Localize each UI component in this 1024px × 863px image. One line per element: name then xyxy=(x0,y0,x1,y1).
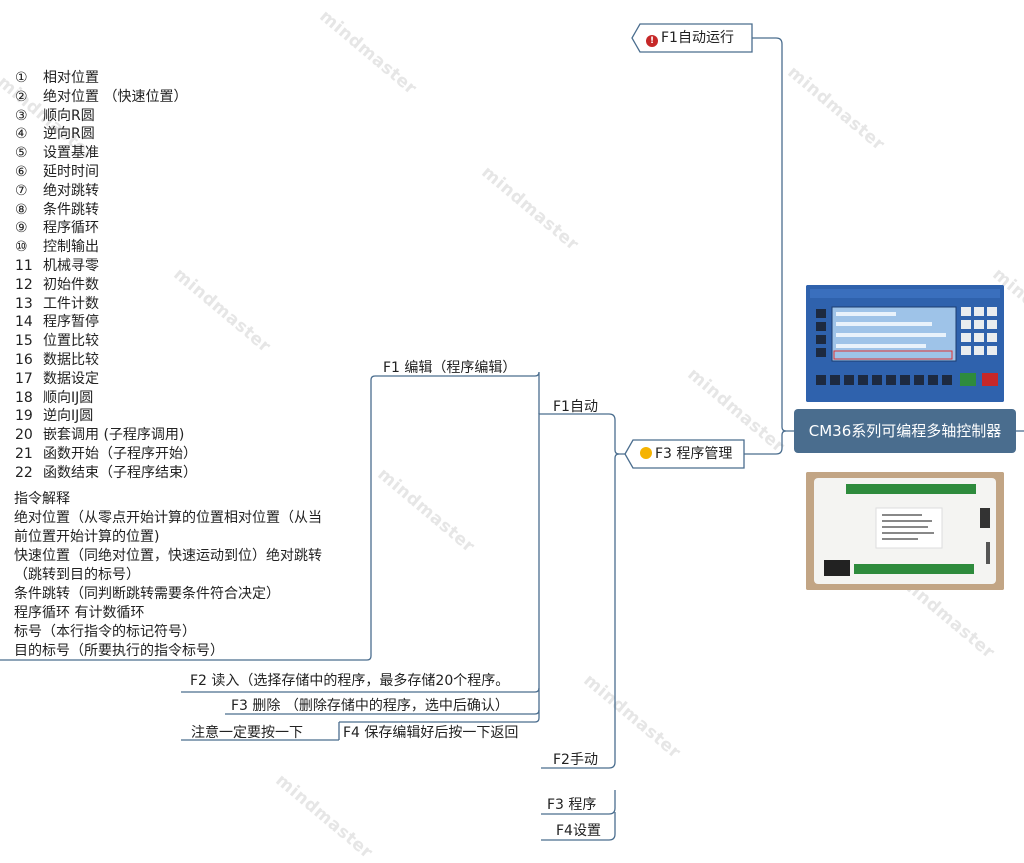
node-f2-manual[interactable]: F2手动 xyxy=(553,752,598,768)
branch-auto-run[interactable]: !F1自动运行 xyxy=(636,24,734,52)
explanation-line: 程序循环 有计数循环 xyxy=(14,605,145,621)
node-delete[interactable]: F3 删除 （删除存储中的程序，选中后确认） xyxy=(231,698,509,714)
explanation-line: 目的标号（所要执行的指令标号） xyxy=(14,643,224,659)
branch-program-management[interactable]: F3 程序管理 xyxy=(630,440,732,468)
node-edit[interactable]: F1 编辑（程序编辑） xyxy=(383,360,517,376)
node-save-note[interactable]: 注意一定要按一下 xyxy=(191,725,303,741)
branch-auto-run-label: F1自动运行 xyxy=(661,30,734,46)
node-f4-settings[interactable]: F4设置 xyxy=(556,823,601,839)
controller-panel-drawing xyxy=(806,285,1004,402)
explanation-heading: 指令解释 xyxy=(14,491,70,507)
controller-module-drawing xyxy=(806,472,1004,590)
alert-icon: ! xyxy=(646,35,658,47)
explanation-line: （跳转到目的标号） xyxy=(14,567,140,583)
smiley-icon xyxy=(640,447,652,459)
root-node[interactable]: CM36系列可编程多轴控制器 xyxy=(794,409,1016,453)
controller-panel-image xyxy=(806,285,1004,402)
node-f1-auto[interactable]: F1自动 xyxy=(553,399,598,415)
branch-program-management-label: F3 程序管理 xyxy=(655,446,733,462)
explanation-line: 条件跳转（同判断跳转需要条件符合决定） xyxy=(14,586,280,602)
node-f3-program[interactable]: F3 程序 xyxy=(547,797,597,813)
explanation-line: 标号（本行指令的标记符号） xyxy=(14,624,196,640)
controller-module-image xyxy=(806,472,1004,590)
command-explanations: 指令解释 绝对位置（从零点开始计算的位置相对位置（从当 前位置开始计算的位置) … xyxy=(14,490,322,661)
node-save[interactable]: F4 保存编辑好后按一下返回 xyxy=(343,725,519,741)
node-read[interactable]: F2 读入（选择存储中的程序，最多存储20个程序。 xyxy=(190,673,510,689)
explanation-line: 前位置开始计算的位置) xyxy=(14,529,160,545)
explanation-line: 快速位置（同绝对位置，快速运动到位）绝对跳转 xyxy=(14,548,322,564)
explanation-line: 绝对位置（从零点开始计算的位置相对位置（从当 xyxy=(14,510,322,526)
